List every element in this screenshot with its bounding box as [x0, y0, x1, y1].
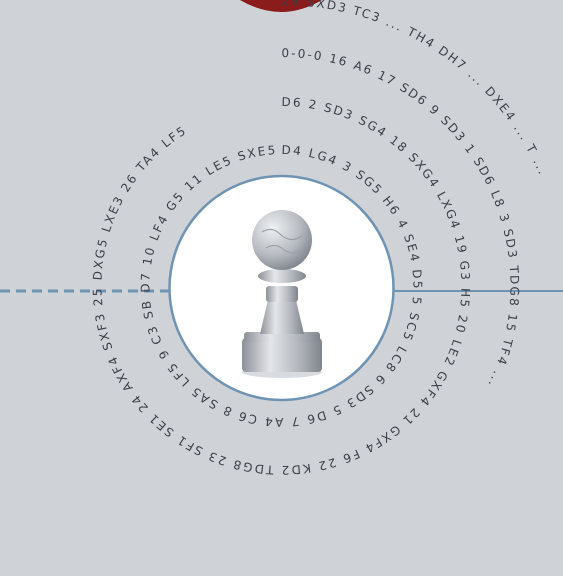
- scene-svg: D4 LG4 3 SG5 H6 4 SE4 D5 5 SC5 LC8 6 SD3…: [0, 0, 563, 576]
- chess-art-scene: D4 LG4 3 SG5 H6 4 SE4 D5 5 SC5 LC8 6 SD3…: [0, 0, 563, 576]
